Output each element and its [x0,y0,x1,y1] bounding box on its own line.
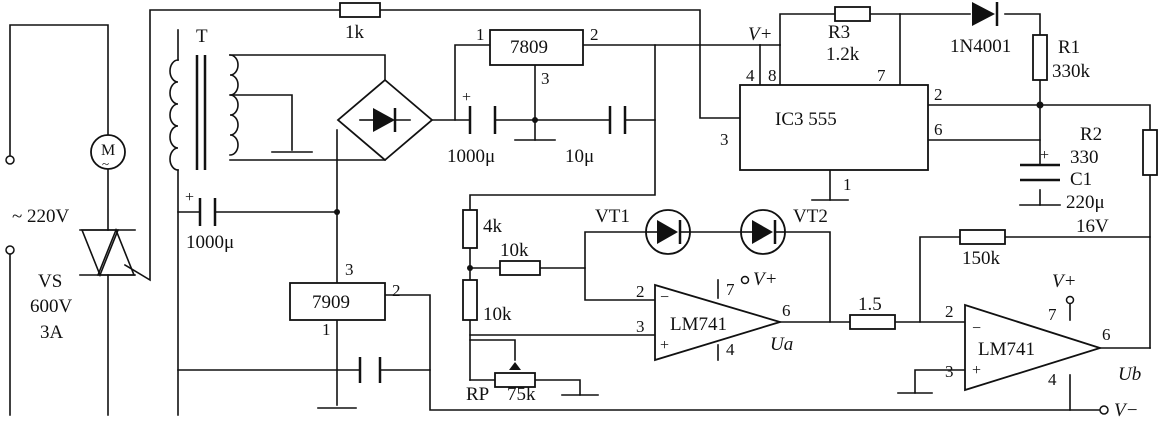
r1-val: 330k [1052,61,1091,82]
motor-sub-label: ~ [102,156,109,171]
svg-text:1: 1 [322,320,331,339]
rp-ref: RP [466,384,489,405]
svg-text:2: 2 [590,25,599,44]
r2-val: 330 [1070,147,1099,168]
svg-text:6: 6 [934,120,943,139]
capacitors [198,106,1060,383]
triac-current: 3A [40,322,64,343]
svg-text:7: 7 [877,66,886,85]
vplus-terminal-b [1065,295,1075,305]
vt1-label: VT1 [595,206,630,227]
r-1k-label: 1k [345,22,365,43]
svg-text:3: 3 [541,69,550,88]
regulator-7909-box [289,282,386,321]
vminus-label: V− [1114,400,1138,421]
svg-text:2: 2 [945,302,954,321]
ub-label: Ub [1118,364,1141,385]
svg-text:−: − [660,289,669,306]
triac-ref: VS [38,271,62,292]
transformer-label: T [196,26,208,47]
vt2-label: VT2 [793,206,828,227]
svg-text:3: 3 [345,260,354,279]
svg-text:7: 7 [726,280,735,299]
triac-symbol [79,227,136,278]
svg-text:4: 4 [726,340,735,359]
svg-text:4: 4 [1048,370,1057,389]
svg-text:+: + [660,337,669,354]
svg-text:2: 2 [392,281,401,300]
vplus-label-top: V+ [748,24,772,45]
left-cap-label: 1000μ [186,232,234,253]
r1-ref: R1 [1058,37,1080,58]
ac-label: ~ 220V [12,206,70,227]
svg-text:+: + [1040,147,1049,164]
vplus-terminal-a [740,275,750,285]
r2-ref: R2 [1080,124,1102,145]
wires [9,9,1151,416]
cap-1000-label: 1000μ [447,146,495,167]
u7909-label: 7909 [312,292,350,313]
svg-text:3: 3 [636,317,645,336]
rp-val: 75k [507,384,536,405]
ac-terminals [5,155,15,255]
c1-ref: C1 [1070,169,1092,190]
svg-text:−: − [972,320,981,337]
svg-text:3: 3 [720,130,729,149]
u7809-label: 7809 [510,37,548,58]
vplus-label-b: V+ [1052,271,1076,292]
resistors [339,2,1158,388]
motor-symbol [90,134,126,170]
r-4k-label: 4k [483,216,503,237]
svg-text:7: 7 [1048,305,1057,324]
ua-label: Ua [770,334,793,355]
transformer-symbol [169,54,239,171]
motor-label: M [101,142,115,159]
opamp-b-triangle [964,303,1103,392]
triac-voltage: 600V [30,296,73,317]
svg-text:1: 1 [476,25,485,44]
r-10k-b-label: 10k [483,304,512,325]
junction-dots [334,101,1044,271]
svg-text:6: 6 [782,301,791,320]
vplus-label-a: V+ [753,269,777,290]
svg-text:+: + [462,89,471,106]
svg-text:+: + [185,189,194,206]
diode-label: 1N4001 [950,36,1011,57]
c1-val: 220μ [1066,192,1105,213]
diode-1n4001 [972,2,999,26]
svg-text:4: 4 [746,66,755,85]
ic555-box [739,84,929,171]
diodes-vt [645,209,786,255]
opamp-b-label: LM741 [978,339,1035,360]
svg-text:2: 2 [636,282,645,301]
labels: ~ 220V T M ~ VS 600V 3A 1000μ + 1k 7809 … [12,22,1141,421]
svg-text:6: 6 [1102,325,1111,344]
ic555-label: IC3 555 [775,109,837,130]
vminus-terminal [1099,405,1109,415]
svg-text:8: 8 [768,66,777,85]
bridge-rectifier [336,78,434,162]
svg-text:3: 3 [945,362,954,381]
r-10k-a-label: 10k [500,240,529,261]
cap-10-label: 10μ [565,146,594,167]
opamp-a-triangle [654,283,784,362]
regulator-7809-box [489,29,584,66]
r-150k-label: 150k [962,248,1001,269]
svg-text:1: 1 [843,175,852,194]
svg-text:+: + [972,362,981,379]
r-15-label: 1.5 [858,294,882,315]
svg-text:2: 2 [934,85,943,104]
opamp-a-label: LM741 [670,314,727,335]
r3-val: 1.2k [826,44,860,65]
r3-ref: R3 [828,22,850,43]
c1-volt: 16V [1076,216,1109,237]
